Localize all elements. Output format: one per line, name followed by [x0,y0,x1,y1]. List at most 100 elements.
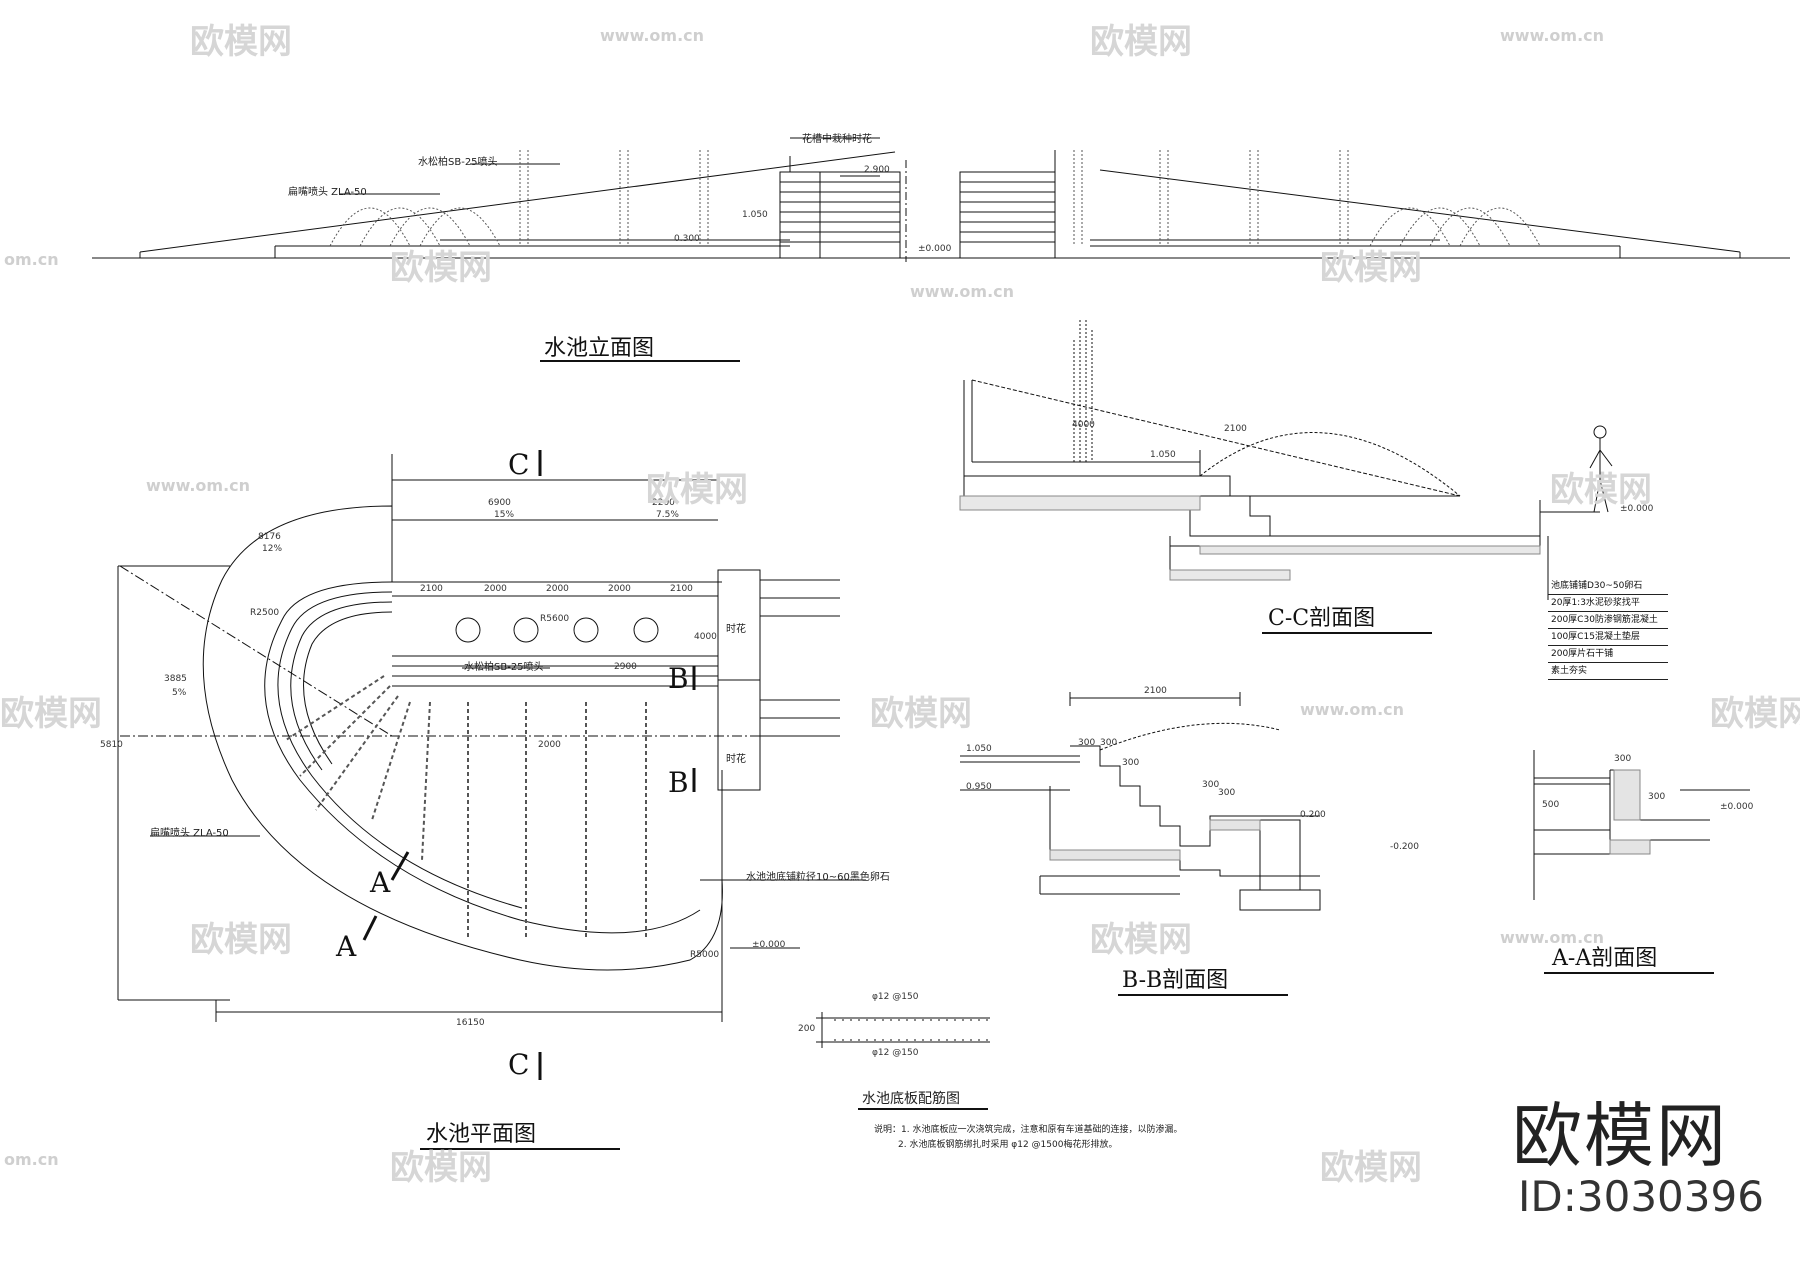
footer-brand: 欧模网 [1512,1095,1728,1177]
plan-planter-label-2: 时花 [726,754,746,765]
plan-mid-2900: 2900 [614,662,637,672]
rebar-thickness: 200 [798,1024,816,1034]
watermark-brand-9: 欧模网 [1710,694,1800,734]
cc-layer-4: 100厚C15混凝土垫层 [1548,629,1668,646]
plan-dim-2200: 2200 [652,498,675,508]
plan-dim-15pct: 15% [494,510,515,520]
cc-dim-level: ±0.000 [1620,504,1654,514]
watermark-brand-8: 欧模网 [870,694,972,734]
section-c-top: C [508,448,530,481]
plan-mid-4000: 4000 [694,632,717,642]
cc-layer-3: 200厚C30防渗钢筋混凝土 [1548,612,1668,629]
bb-step-2: 300 [1100,738,1118,748]
plan-r5600: R5600 [540,614,570,624]
plan-overall-width: 16150 [456,1018,485,1028]
watermark-url-8: om.cn [4,1150,59,1169]
plan-nozzle-label: 水松柏SB-25喷头 [464,662,544,673]
cc-dim-1050: 1.050 [1150,450,1176,460]
plan-pebble-label: 水池池底铺粒径10~60黑色卵石 [746,872,890,883]
elevation-fan-label: 扁嘴喷头 ZLA-50 [288,187,367,198]
section-a-bottom: A [336,930,357,963]
section-b-top: B [668,662,689,695]
plan-bay-4: 2000 [608,584,631,594]
elevation-title-underline [540,360,740,362]
watermark-url-6: www.om.cn [1300,700,1405,719]
bb-level-4: -0.200 [1390,842,1420,852]
plan-bay-2: 2000 [484,584,507,594]
watermark-brand-13: 欧模网 [1320,1148,1422,1188]
plan-side-3885: 3885 [164,674,187,684]
watermark-brand-3: 欧模网 [390,248,492,288]
elevation-title: 水池立面图 [544,336,655,361]
bb-level-3: 0.200 [1300,810,1326,820]
plan-r5000: R5000 [690,950,720,960]
plan-title-underline [420,1148,620,1150]
aa-title: A-A剖面图 [1552,946,1658,971]
bb-level-1: 1.050 [966,744,992,754]
elevation-dim-2900: 2.900 [864,165,890,175]
cc-section-drawing [959,320,1613,600]
rebar-title: 水池底板配筋图 [862,1091,960,1107]
footer-id: ID:3030396 [1518,1172,1764,1221]
cc-layer-5: 200厚片石干铺 [1548,646,1668,663]
watermark-brand-1: 欧模网 [190,22,292,62]
rebar-title-underline [858,1108,988,1110]
cc-dim-2100: 2100 [1224,424,1247,434]
elevation-dim-level: ±0.000 [918,244,952,254]
watermark-brand-12: 欧模网 [390,1148,492,1188]
notes-block: 说明：1. 水池底板应一次浇筑完成，注意和原有车道基础的连接，以防渗漏。 2. … [874,1123,1234,1153]
plan-bay-1: 2100 [420,584,443,594]
plan-mid-2000: 2000 [538,740,561,750]
aa-title-underline [1544,972,1714,974]
plan-side-5pct: 5% [172,688,187,698]
plan-overall-height: 5810 [100,740,123,750]
cc-title-underline [1262,632,1432,634]
plan-planter-label-1: 时花 [726,624,746,635]
plan-r2500: R2500 [250,608,280,618]
plan-level: ±0.000 [752,940,786,950]
elevation-planter-label: 花槽中栽种时花 [802,134,872,145]
aa-level: ±0.000 [1720,802,1754,812]
bb-level-2: 0.950 [966,782,992,792]
watermark-brand-7: 欧模网 [0,694,102,734]
bb-step-3: 300 [1122,758,1140,768]
bb-title: B-B剖面图 [1122,968,1229,993]
section-a-top: A [370,866,391,899]
elevation-nozzle-label: 水松柏SB-25喷头 [418,157,498,168]
rebar-bottom-bar: φ12 @150 [872,1048,919,1058]
section-b-bottom: B [668,766,689,799]
aa-dim-300b: 300 [1648,792,1666,802]
plan-arc-12pct: 12% [262,544,283,554]
watermark-brand-6: 欧模网 [1550,470,1652,510]
cc-dim-4000: 4000 [1072,420,1095,430]
watermark-brand-5: 欧模网 [646,470,748,510]
watermark-url-4: www.om.cn [910,282,1015,301]
watermark-brand-2: 欧模网 [1090,22,1192,62]
cc-layer-1: 池底铺铺D30~50卵石 [1548,578,1668,595]
bb-title-underline [1118,994,1288,996]
cc-title: C-C剖面图 [1268,606,1376,631]
cc-layer-6: 素土夯实 [1548,663,1668,680]
aa-dim-500: 500 [1542,800,1560,810]
section-c-bottom: C [508,1048,530,1081]
note-line-1: 说明：1. 水池底板应一次浇筑完成，注意和原有车道基础的连接，以防渗漏。 [874,1125,1183,1135]
rebar-drawing [816,1012,990,1048]
watermark-url-5: www.om.cn [146,476,251,495]
cc-layer-2: 20厚1:3水泥砂浆找平 [1548,595,1668,612]
watermark-url-1: www.om.cn [600,26,705,45]
plan-dim-75pct: 7.5% [656,510,679,520]
plan-dim-6900: 6900 [488,498,511,508]
aa-section-drawing [1533,750,1750,900]
watermark-url-3: om.cn [4,250,59,269]
aa-dim-300: 300 [1614,754,1632,764]
bb-top-dim: 2100 [1144,686,1167,696]
watermark-brand-4: 欧模网 [1320,248,1422,288]
bb-section-drawing [960,692,1321,911]
cc-layer-list: 池底铺铺D30~50卵石 20厚1:3水泥砂浆找平 200厚C30防渗钢筋混凝土… [1548,578,1668,680]
plan-arc-8176: 8176 [258,532,281,542]
elevation-dim-0300: 0.300 [674,234,700,244]
watermark-url-7: www.om.cn [1500,928,1605,947]
plan-fan-label: 扁嘴喷头 ZLA-50 [150,828,229,839]
note-line-2: 2. 水池底板钢筋绑扎时采用 φ12 @1500梅花形排放。 [898,1140,1118,1150]
